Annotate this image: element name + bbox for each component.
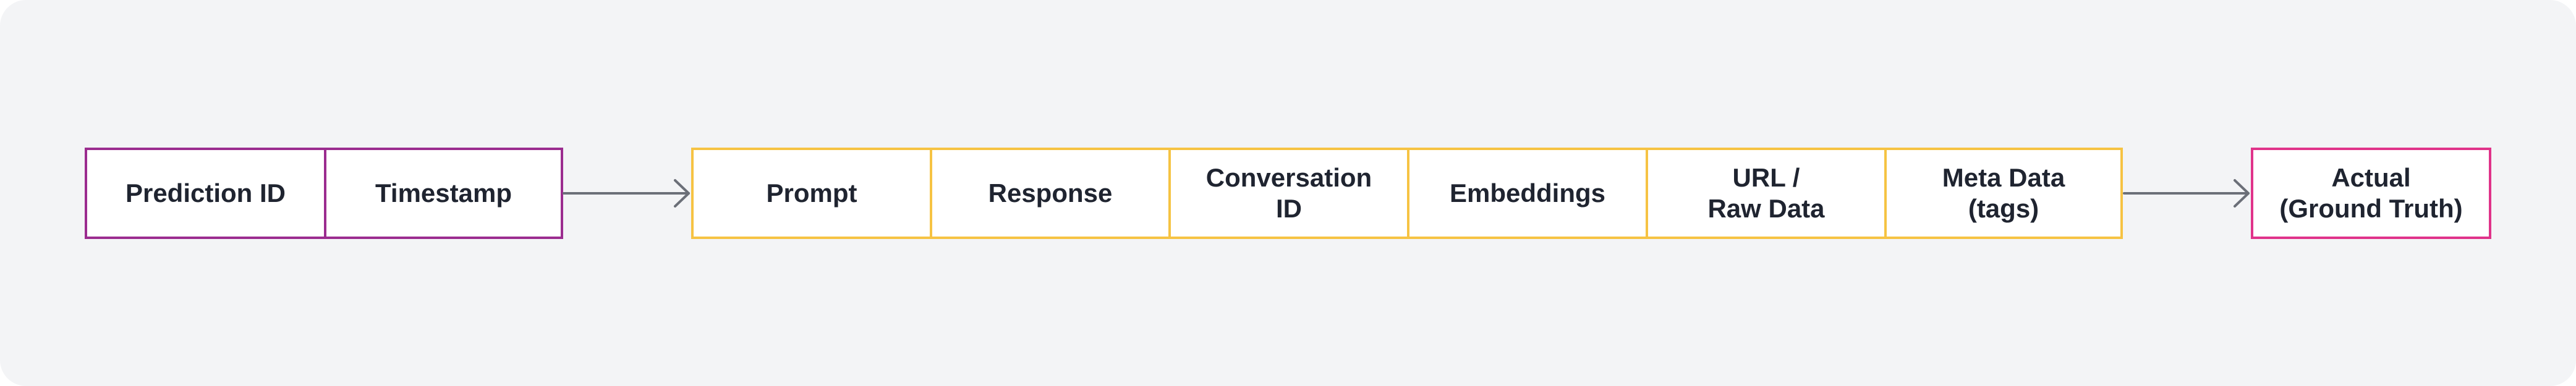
response-cell: Response bbox=[930, 148, 1168, 239]
actual-group: Actual (Ground Truth) bbox=[2251, 148, 2491, 239]
embeddings-cell: Embeddings bbox=[1407, 148, 1646, 239]
timestamp-cell: Timestamp bbox=[324, 148, 563, 239]
url-raw-data-cell: URL / Raw Data bbox=[1646, 148, 1884, 239]
prompt-cell: Prompt bbox=[691, 148, 930, 239]
feature-group: Prompt Response Conversation ID Embeddin… bbox=[691, 148, 2123, 239]
conversation-id-cell: Conversation ID bbox=[1168, 148, 1407, 239]
prediction-id-cell: Prediction ID bbox=[85, 148, 324, 239]
identifier-group: Prediction ID Timestamp bbox=[85, 148, 563, 239]
actual-ground-truth-cell: Actual (Ground Truth) bbox=[2251, 148, 2491, 239]
meta-data-tags-cell: Meta Data (tags) bbox=[1884, 148, 2123, 239]
